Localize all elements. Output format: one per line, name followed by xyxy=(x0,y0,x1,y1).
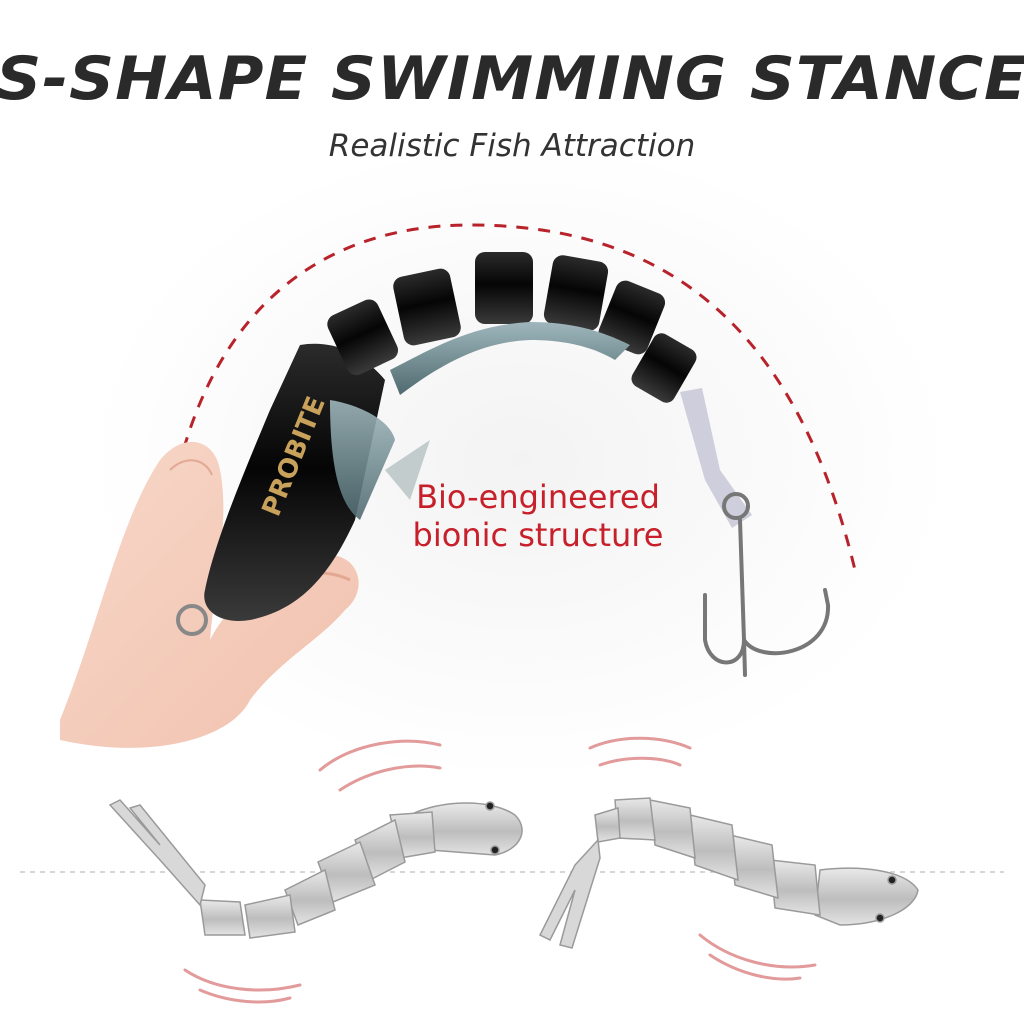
swimbait-lure: PROBITE xyxy=(204,252,752,621)
callout-line-2: bionic structure xyxy=(412,516,664,554)
callout-line-1: Bio-engineered xyxy=(416,478,660,516)
callout: Bio-engineered bionic structure xyxy=(388,478,688,554)
headline: S-SHAPE SWIMMING STANCE xyxy=(0,44,1024,114)
ripple-marks xyxy=(183,736,817,1004)
diagram-lure-right xyxy=(538,797,919,949)
split-ring xyxy=(176,604,208,636)
treble-hook-tail xyxy=(703,492,831,677)
subheadline: Realistic Fish Attraction xyxy=(328,128,696,164)
diagram-lure-left xyxy=(108,799,523,939)
motion-arc xyxy=(176,223,857,571)
